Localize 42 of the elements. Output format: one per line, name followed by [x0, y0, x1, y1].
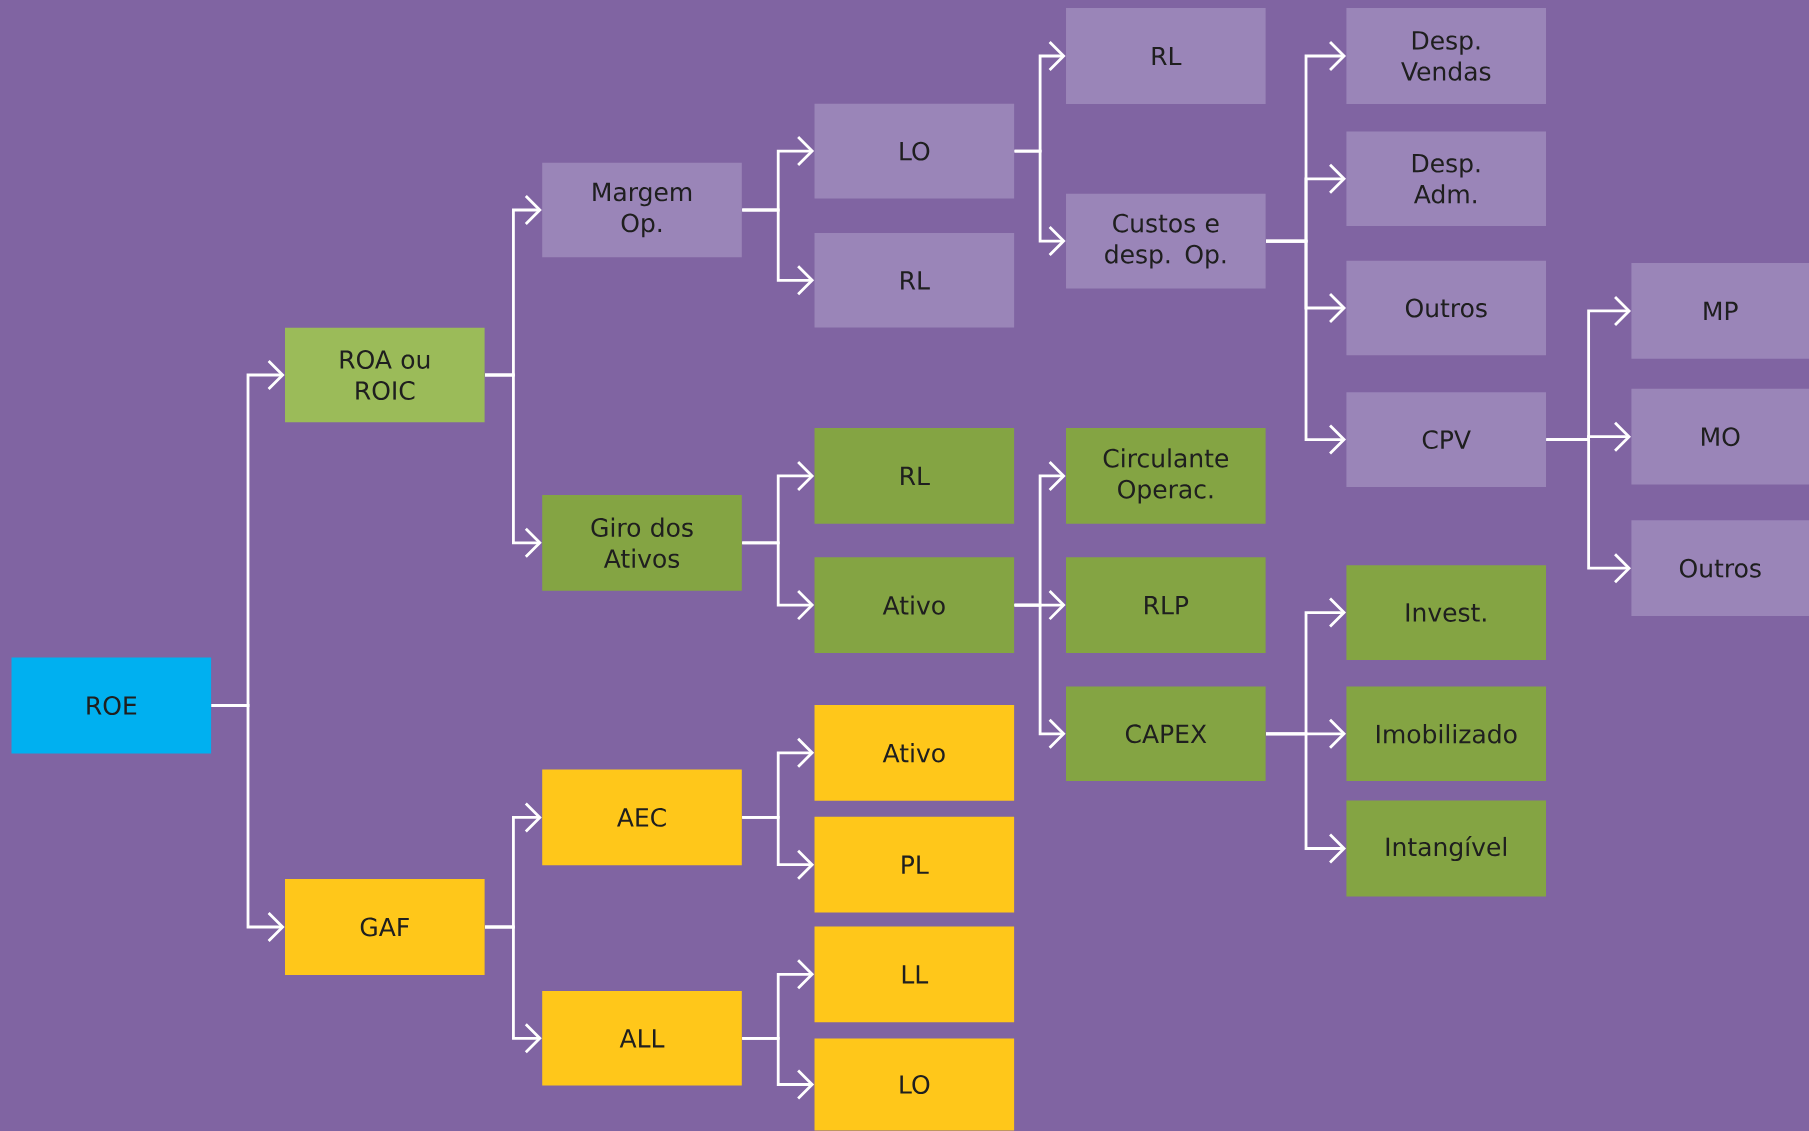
box: Intangível	[1346, 800, 1546, 897]
box: Circulante Operac.	[1066, 428, 1266, 524]
box: RL	[814, 428, 1015, 524]
arrow	[1014, 149, 1066, 257]
box: LO	[814, 1038, 1015, 1131]
box: Margem Op.	[542, 162, 742, 258]
arrow	[485, 925, 542, 1054]
box: ROE	[11, 657, 212, 754]
box: LL	[814, 926, 1015, 1023]
arrow	[1266, 239, 1346, 455]
box: MP	[1631, 263, 1809, 359]
box: RLP	[1066, 557, 1266, 653]
box: Imobilizado	[1346, 686, 1546, 782]
box: LO	[814, 103, 1015, 199]
box: MO	[1631, 388, 1809, 485]
box: Ativo	[814, 557, 1015, 653]
box: Desp. Adm.	[1346, 131, 1546, 227]
arrow	[742, 208, 815, 296]
box: ROA ou ROIC	[285, 327, 485, 423]
box: ALL	[542, 991, 742, 1086]
box: CAPEX	[1066, 686, 1266, 782]
box: Outros	[1631, 520, 1809, 617]
box: RL	[1066, 8, 1266, 104]
arrow	[742, 1036, 815, 1100]
box: Ativo	[814, 704, 1015, 801]
box: GAF	[285, 879, 485, 975]
arrow	[1266, 732, 1346, 864]
box: Desp. Vendas	[1346, 8, 1546, 104]
box: Giro dos Ativos	[542, 494, 742, 591]
arrow	[742, 816, 815, 880]
arrow	[485, 373, 542, 558]
box: AEC	[542, 769, 742, 866]
box: Custos e desp. Op.	[1066, 193, 1266, 289]
arrow	[742, 541, 815, 621]
box: CPV	[1346, 392, 1546, 487]
arrow	[1546, 438, 1631, 584]
arrow	[211, 704, 285, 942]
box: Invest.	[1346, 565, 1546, 660]
box: Outros	[1346, 260, 1546, 356]
box: RL	[814, 233, 1015, 328]
box: PL	[814, 816, 1015, 913]
arrow	[1014, 603, 1066, 749]
